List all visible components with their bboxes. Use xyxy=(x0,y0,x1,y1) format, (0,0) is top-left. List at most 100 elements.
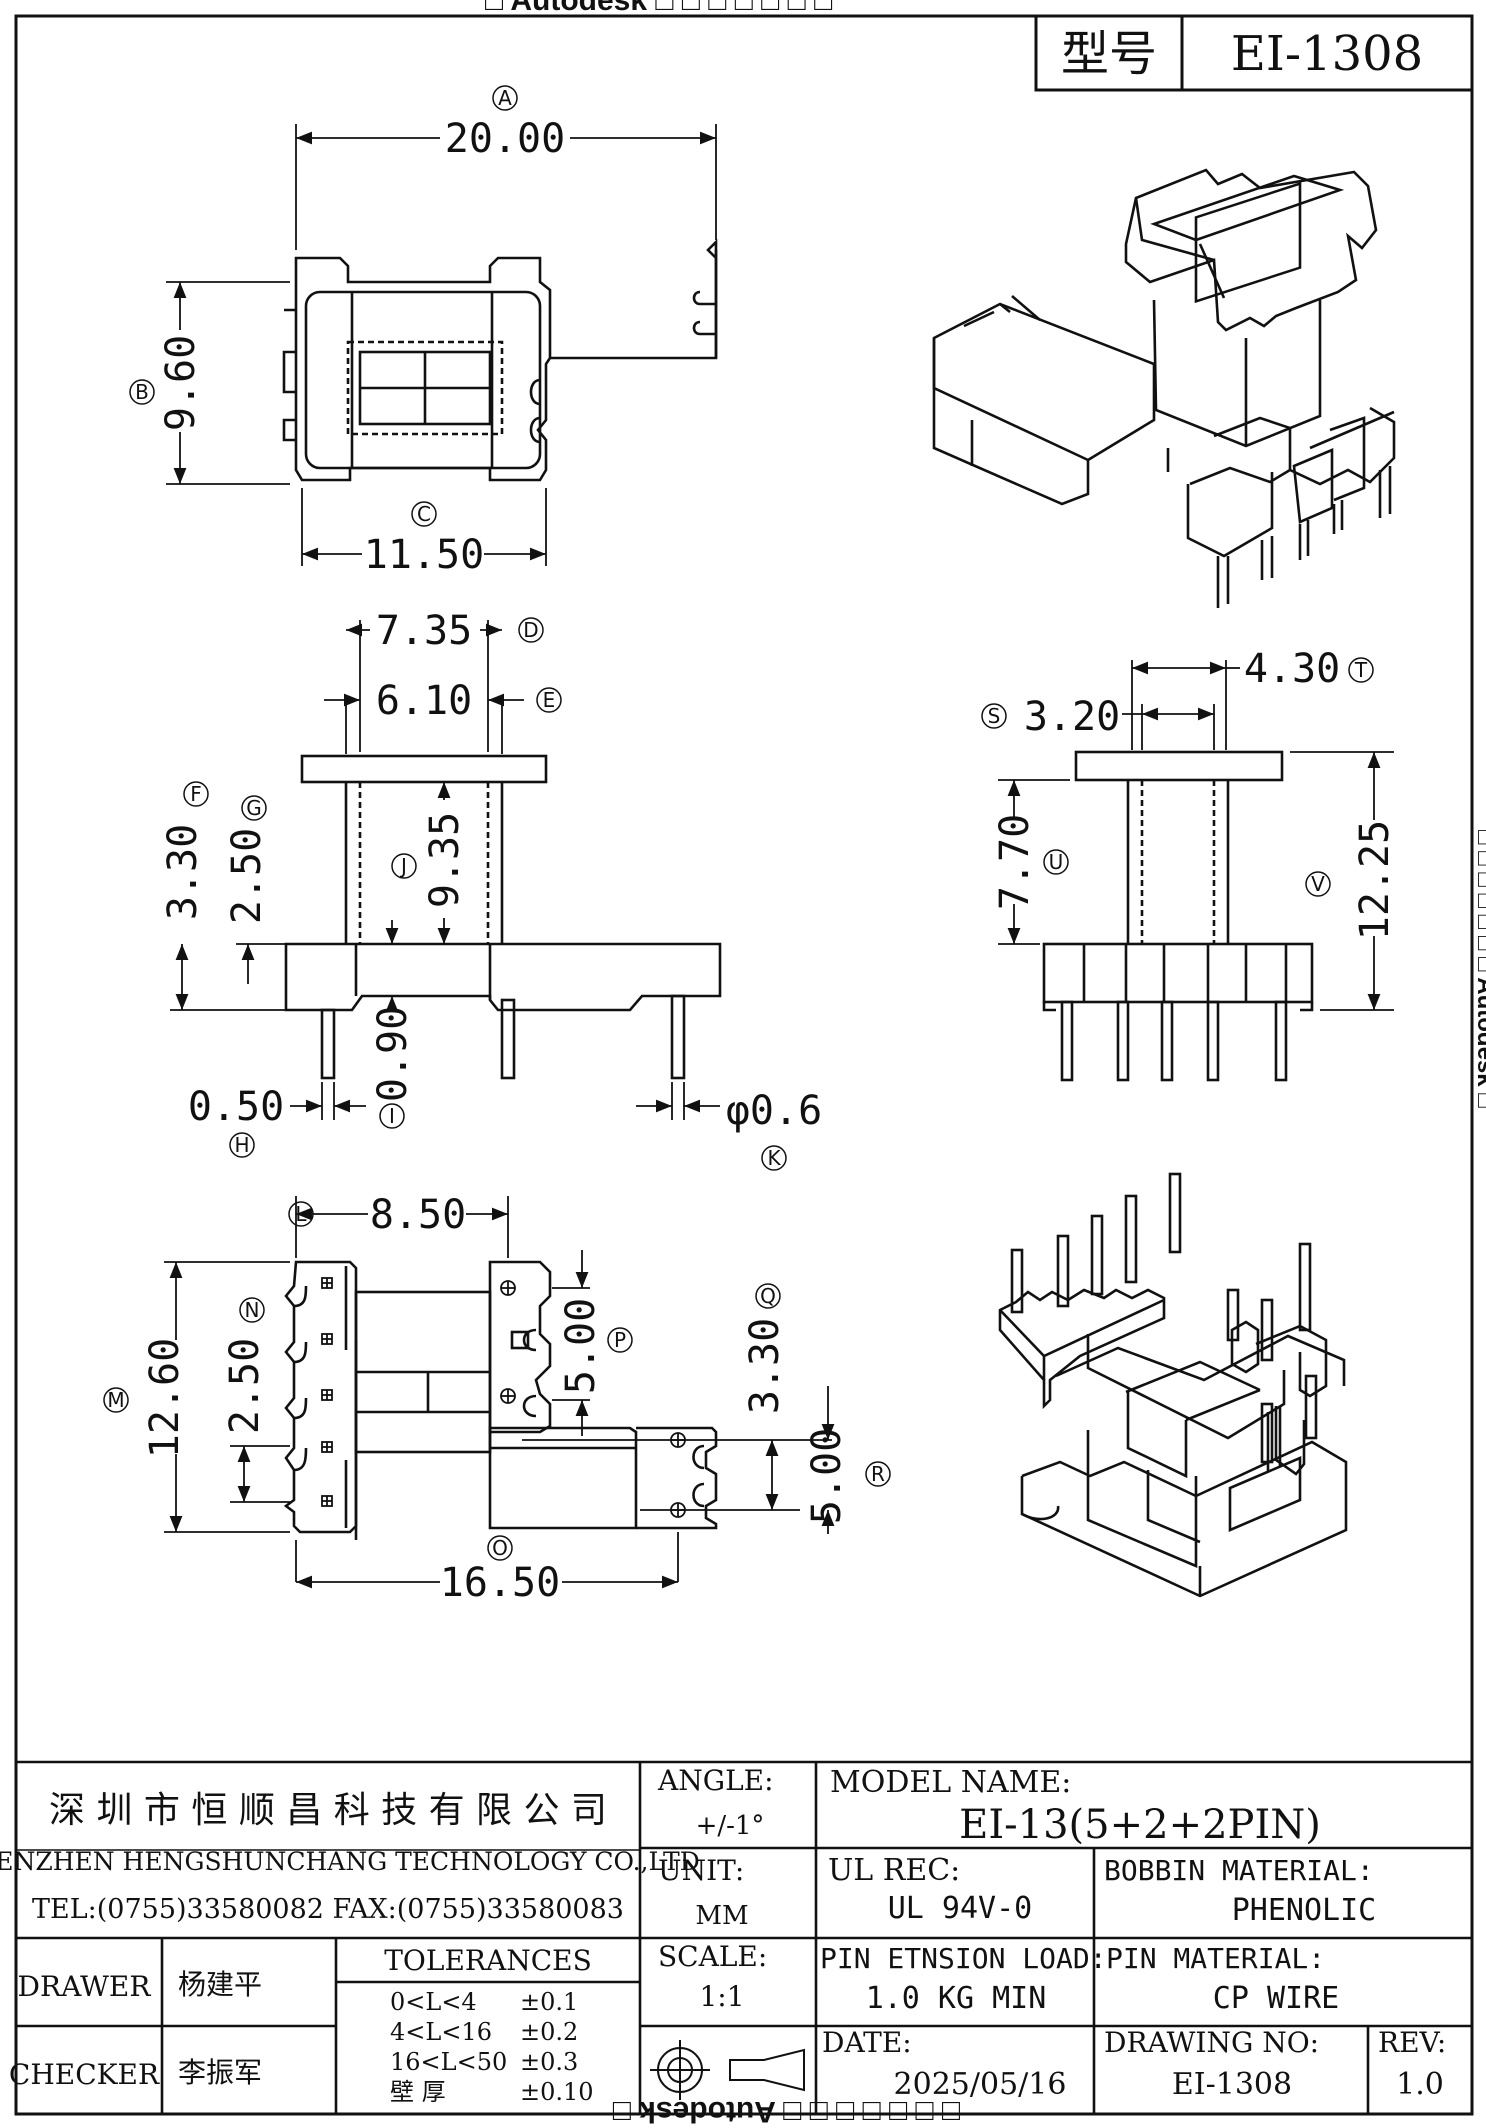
dim-p-value: 5.00 xyxy=(558,1298,604,1394)
dim-n-value: 2.50 xyxy=(222,1338,268,1434)
bottom-view xyxy=(164,1196,832,1582)
dim-k-label: K xyxy=(767,1146,781,1170)
pin-material-value: CP WIRE xyxy=(1213,1981,1339,2016)
dim-p-label: P xyxy=(614,1328,626,1352)
company-name-cn: 深 圳 市 恒 顺 昌 科 技 有 限 公 司 xyxy=(49,1790,607,1831)
tolerance-value-3: ±0.3 xyxy=(520,2048,578,2076)
front-view-dim-labels: 7.35 D 6.10 E F 3.30 G 2.50 J 9.35 0.90 … xyxy=(160,608,822,1171)
unit-label: UNIT: xyxy=(658,1854,744,1887)
drawer-label: DRAWER xyxy=(18,1970,152,2003)
isometric-view-top xyxy=(932,168,1396,608)
angle-label: ANGLE: xyxy=(657,1764,774,1797)
rev-label: REV: xyxy=(1378,2026,1446,2059)
dim-d-label: D xyxy=(523,618,538,642)
bottom-view-markings xyxy=(321,1277,686,1518)
dim-h-value: 0.50 xyxy=(188,1084,284,1130)
dim-r-value: 5.00 xyxy=(804,1428,850,1524)
isometric-view-bottom xyxy=(998,1172,1348,1598)
dim-f-value: 3.30 xyxy=(160,824,206,920)
date-label: DATE: xyxy=(822,2026,912,2059)
dim-a-label: A xyxy=(498,86,512,110)
dim-t-label: T xyxy=(1354,658,1368,682)
dim-t-value: 4.30 xyxy=(1244,646,1340,692)
dim-l-value: 8.50 xyxy=(370,1192,466,1238)
dim-v-label: V xyxy=(1311,872,1325,896)
dim-o-value: 16.50 xyxy=(440,1560,560,1606)
ul-value: UL 94V-0 xyxy=(888,1891,1033,1926)
scale-value: 1:1 xyxy=(699,1980,744,2013)
tolerance-range-4: 壁 厚 xyxy=(390,2078,446,2106)
dim-k-value: φ0.6 xyxy=(726,1088,822,1134)
dim-r-label: R xyxy=(871,1462,885,1486)
ul-label: UL REC: xyxy=(828,1853,960,1888)
scale-label: SCALE: xyxy=(658,1940,767,1973)
watermark-side: □ □ □ □ □ □ □ Autodesk □ xyxy=(1472,830,1486,1108)
side-view-dim-labels: S 3.20 4.30 T 7.70 U V 12.25 xyxy=(981,646,1398,940)
side-view-dimensions xyxy=(1007,661,1381,1010)
dim-i-value: 0.90 xyxy=(370,1006,416,1102)
tolerance-range-3: 16<L<50 xyxy=(390,2048,507,2076)
drawing-no-value: EI-1308 xyxy=(1172,2067,1292,2102)
dim-h-label: H xyxy=(234,1133,249,1157)
dim-g-value: 2.50 xyxy=(224,828,270,924)
dim-d-value: 7.35 xyxy=(376,608,472,654)
model-header: 型号 EI-1308 xyxy=(1034,14,1474,92)
dim-j-label: J xyxy=(399,854,407,878)
dim-c-value: 11.50 xyxy=(364,532,484,578)
front-view-dimensions xyxy=(175,623,720,1113)
checker-label: CHECKER xyxy=(9,2058,160,2091)
dim-m-label: M xyxy=(107,1388,124,1412)
drawer-name: 杨建平 xyxy=(178,1968,262,2001)
dim-f-label: F xyxy=(190,782,202,806)
dim-j-value: 9.35 xyxy=(422,812,468,908)
unit-value: MM xyxy=(695,1901,748,1931)
dim-q-value: 3.30 xyxy=(742,1318,788,1414)
pin-load-value: 1.0 KG MIN xyxy=(866,1981,1047,2016)
dim-s-label: S xyxy=(988,704,1001,728)
model-name-value: EI-13(5+2+2PIN) xyxy=(959,1802,1321,1848)
top-view-dimensions xyxy=(173,131,716,561)
bottom-view-dim-labels: L 8.50 M 12.60 N 2.50 5.00 P Q 3.30 5.00… xyxy=(103,1192,891,1606)
pin-load-label: PIN ETNSION LOAD: xyxy=(820,1942,1107,1975)
watermark-bottom: □ □ □ □ □ □ □ Autodesk □ xyxy=(612,2095,960,2128)
drawing-border xyxy=(14,14,1474,2116)
dim-q-label: Q xyxy=(760,1284,776,1308)
side-view xyxy=(998,660,1394,1082)
dim-u-value: 7.70 xyxy=(992,814,1038,910)
angle-value: +/-1° xyxy=(696,1811,765,1841)
checker-name: 李振军 xyxy=(178,2056,262,2089)
top-view-dim-labels: A 20.00 B 9.60 C 11.50 xyxy=(129,85,565,578)
drawing-no-label: DRAWING NO: xyxy=(1104,2026,1319,2059)
bottom-view-dimensions xyxy=(169,1207,835,1589)
model-label: 型号 xyxy=(1061,26,1157,82)
dim-l-label: L xyxy=(295,1202,307,1226)
tolerance-value-4: ±0.10 xyxy=(520,2078,594,2106)
dim-e-value: 6.10 xyxy=(376,678,472,724)
projection-symbol-icon xyxy=(650,2040,805,2100)
tolerance-value-1: ±0.1 xyxy=(520,1988,578,2016)
rev-value: 1.0 xyxy=(1396,2067,1444,2102)
dim-u-label: U xyxy=(1049,850,1064,874)
tolerance-value-2: ±0.2 xyxy=(520,2018,578,2046)
dim-b-value: 9.60 xyxy=(158,335,204,431)
dim-s-value: 3.20 xyxy=(1024,694,1120,740)
company-contact: TEL:(0755)33580082 FAX:(0755)33580083 xyxy=(32,1894,624,1925)
dim-m-value: 12.60 xyxy=(142,1338,188,1458)
bobbin-material-label: BOBBIN MATERIAL: xyxy=(1104,1854,1374,1887)
dim-i-label: I xyxy=(389,1104,395,1128)
bobbin-material-value: PHENOLIC xyxy=(1232,1893,1377,1928)
model-value: EI-1308 xyxy=(1231,26,1423,82)
tolerance-range-2: 4<L<16 xyxy=(390,2018,492,2046)
dim-a-value: 20.00 xyxy=(445,116,565,162)
dim-o-label: O xyxy=(492,1536,508,1560)
date-value: 2025/05/16 xyxy=(894,2067,1067,2102)
dim-v-value: 12.25 xyxy=(1352,820,1398,940)
dim-n-label: N xyxy=(245,1298,260,1322)
watermark-top: □ Autodesk □ □ □ □ □ □ □ xyxy=(485,0,833,17)
pin-material-label: PIN MATERIAL: xyxy=(1106,1942,1325,1975)
tolerance-range-1: 0<L<4 xyxy=(390,1988,477,2016)
dim-b-label: B xyxy=(135,380,149,404)
top-view xyxy=(166,124,718,566)
model-name-label: MODEL NAME: xyxy=(830,1765,1071,1800)
dim-c-label: C xyxy=(417,502,431,526)
